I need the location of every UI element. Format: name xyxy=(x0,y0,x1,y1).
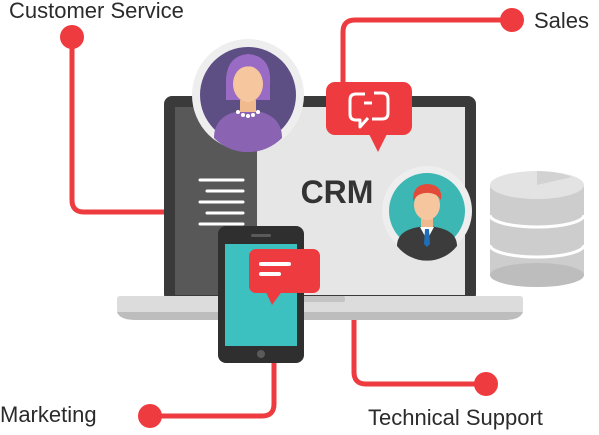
screen-crm-title: CRM xyxy=(301,174,374,210)
woman-avatar-icon xyxy=(192,39,304,153)
connector-sales xyxy=(340,17,515,88)
label-marketing: Marketing xyxy=(0,402,97,427)
label-sales: Sales xyxy=(534,8,590,33)
node-dot-sales xyxy=(500,8,524,32)
message-bubble-icon xyxy=(249,249,320,305)
man-avatar-icon xyxy=(382,166,472,261)
connector-marketing xyxy=(148,352,277,419)
database-icon xyxy=(488,171,586,287)
node-dot-marketing xyxy=(138,404,162,428)
smartphone-icon xyxy=(218,226,304,363)
chat-bubble-icon xyxy=(326,82,412,152)
label-technical-support: Technical Support xyxy=(368,405,543,430)
node-dot-customer-service xyxy=(60,25,84,49)
node-dot-technical-support xyxy=(474,372,498,396)
menu-lines-icon xyxy=(198,178,245,226)
connector-lines xyxy=(69,17,515,419)
connector-customer-service xyxy=(69,34,173,215)
connector-technical-support xyxy=(351,302,489,387)
label-customer-service: Customer Service xyxy=(9,0,184,23)
